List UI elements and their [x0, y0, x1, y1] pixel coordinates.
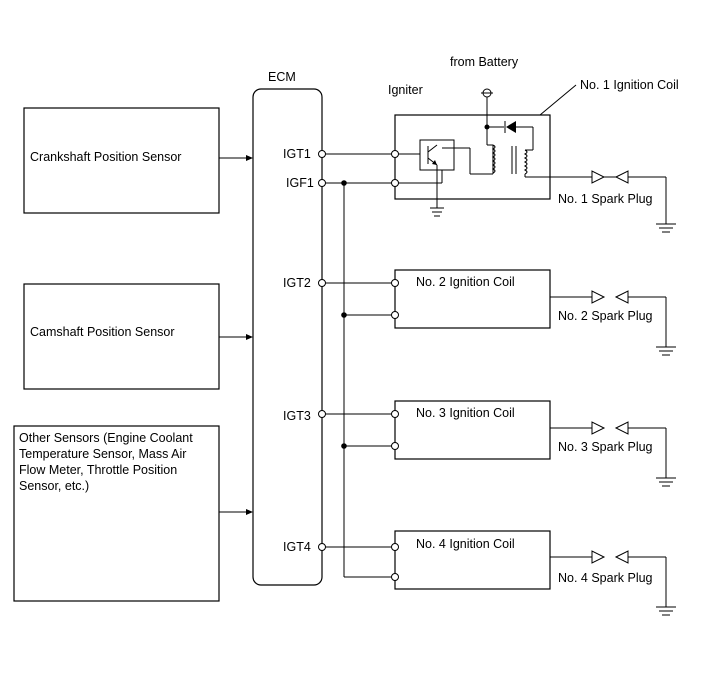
other-sensors-line-4: Sensor, etc.) [19, 479, 89, 493]
igniter-block: Igniter from Battery No. 1 Ignition Coil [388, 55, 679, 217]
coil2-igf-terminal [391, 311, 399, 319]
ecm-igt1-terminal [318, 150, 326, 158]
coil3-box [394, 400, 551, 460]
spark-plug-icon [614, 170, 629, 184]
ecm-terminal-igt3: IGT3 [283, 409, 311, 423]
spark-plug-1-block: No. 1 Spark Plug [558, 170, 676, 233]
coil1-label: No. 1 Ignition Coil [580, 78, 679, 92]
coil4-label: No. 4 Ignition Coil [416, 537, 515, 551]
junction-dot [341, 443, 347, 449]
spark-plug-icon [591, 421, 606, 435]
spark-plug-icon [591, 550, 606, 564]
igniter-igf-terminal [391, 179, 399, 187]
spark-plug-2-label: No. 2 Spark Plug [558, 309, 653, 323]
spark-plug-1-label: No. 1 Spark Plug [558, 192, 653, 206]
coil2-block: No. 2 Ignition Coil No. 2 Spark Plug [394, 269, 676, 356]
crankshaft-sensor-box [23, 107, 220, 214]
transistor-arrow-icon [432, 160, 437, 165]
camshaft-sensor-block: Camshaft Position Sensor [23, 283, 253, 390]
ecm-igf1-terminal [318, 179, 326, 187]
camshaft-sensor-box [23, 283, 220, 390]
ecm-box [252, 88, 323, 586]
coil2-box [394, 269, 551, 329]
ecm-igt2-terminal [318, 279, 326, 287]
coil2-igt-terminal [391, 279, 399, 287]
spark-plug-3-label: No. 3 Spark Plug [558, 440, 653, 454]
spark-plug-icon [614, 550, 629, 564]
other-sensors-line-1: Other Sensors (Engine Coolant [19, 431, 193, 445]
signal-wires [325, 153, 392, 578]
coil3-igt-terminal [391, 410, 399, 418]
crankshaft-sensor-label: Crankshaft Position Sensor [30, 150, 181, 164]
primary-winding-icon [491, 144, 496, 174]
igniter-box [394, 114, 551, 200]
ecm-block: ECM IGT1 IGF1 IGT2 IGT3 IGT4 [252, 70, 323, 586]
coil4-igf-terminal [391, 573, 399, 581]
ecm-terminal-igt2: IGT2 [283, 276, 311, 290]
crankshaft-sensor-block: Crankshaft Position Sensor [23, 107, 253, 214]
coil3-label: No. 3 Ignition Coil [416, 406, 515, 420]
other-sensors-block: Other Sensors (Engine Coolant Temperatur… [13, 425, 253, 602]
ecm-title: ECM [268, 70, 296, 84]
coil4-igt-terminal [391, 543, 399, 551]
battery-label: from Battery [450, 55, 519, 69]
junction-dot [341, 312, 347, 318]
other-sensors-box [13, 425, 220, 602]
junction-dot [341, 180, 347, 186]
igniter-igt-terminal [391, 150, 399, 158]
other-sensors-line-3: Flow Meter, Throttle Position [19, 463, 177, 477]
coil4-box [394, 530, 551, 590]
ecm-terminal-igf1: IGF1 [286, 176, 314, 190]
coil3-igf-terminal [391, 442, 399, 450]
arrow-icon [246, 155, 253, 161]
spark-plug-4-label: No. 4 Spark Plug [558, 571, 653, 585]
spark-plug-icon [591, 170, 606, 184]
ecm-terminal-igt1: IGT1 [283, 147, 311, 161]
coil4-block: No. 4 Ignition Coil No. 4 Spark Plug [394, 530, 676, 616]
coil3-block: No. 3 Ignition Coil No. 3 Spark Plug [394, 400, 676, 487]
coil2-label: No. 2 Ignition Coil [416, 275, 515, 289]
other-sensors-line-2: Temperature Sensor, Mass Air [19, 447, 186, 461]
arrow-icon [246, 334, 253, 340]
arrow-icon [246, 509, 253, 515]
spark-plug-icon [591, 290, 606, 304]
diode-icon [506, 121, 516, 133]
igniter-label: Igniter [388, 83, 423, 97]
spark-plug-icon [614, 290, 629, 304]
secondary-winding-icon [523, 149, 528, 175]
ecm-igt4-terminal [318, 543, 326, 551]
camshaft-sensor-label: Camshaft Position Sensor [30, 325, 175, 339]
ecm-terminal-igt4: IGT4 [283, 540, 311, 554]
ecm-igt3-terminal [318, 410, 326, 418]
spark-plug-icon [614, 421, 629, 435]
